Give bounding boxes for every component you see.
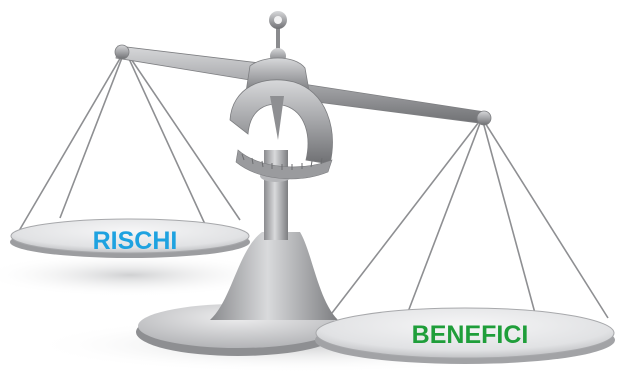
- left-pan-strings: [15, 49, 241, 247]
- benefici-label: BENEFICI: [412, 321, 529, 349]
- scale-dial: [229, 79, 333, 180]
- rischi-label: RISCHI: [93, 227, 178, 255]
- right-pan-strings: [321, 117, 609, 351]
- left-pan: [10, 218, 250, 258]
- scale-base: [136, 232, 340, 356]
- top-knob: [269, 11, 287, 64]
- left-pan-shadow: [0, 253, 280, 297]
- right-pan: [315, 307, 615, 364]
- scale-column: [264, 150, 288, 240]
